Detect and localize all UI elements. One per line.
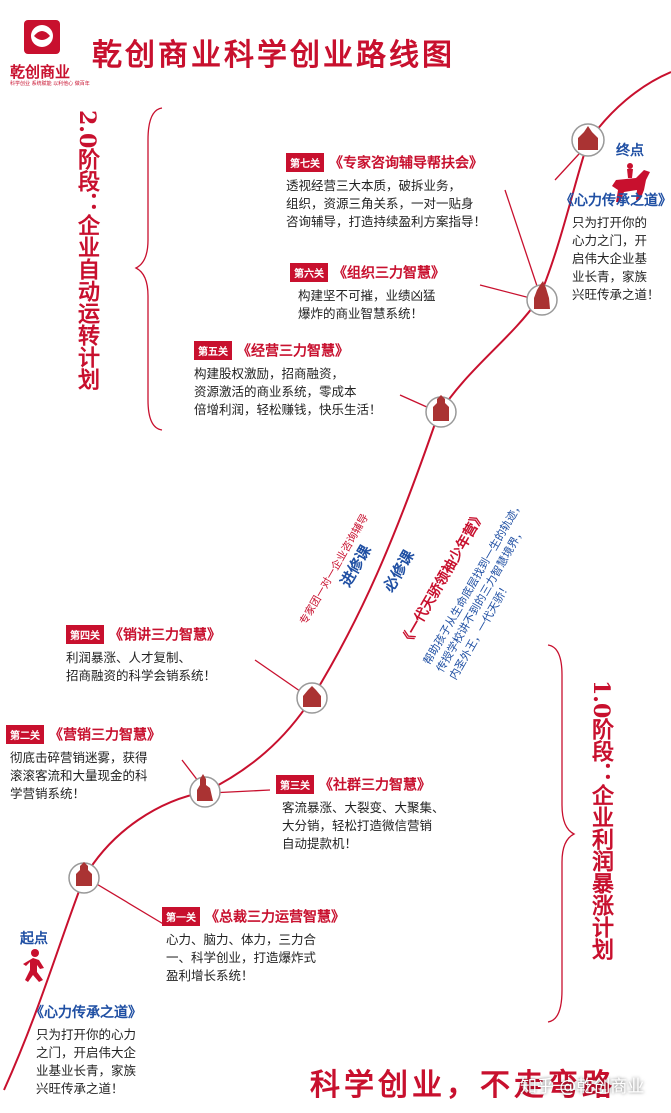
start-panel: 《心力传承之道》 只为打开你的心力 之门，开启伟大企 业基业长青，家族 兴旺传承… bbox=[30, 1002, 142, 1098]
end-panel-body: 只为打开你的 心力之门，开 启伟大企业基 业长青，家族 兴旺传承之道！ bbox=[572, 215, 660, 302]
level-badge: 第四关 bbox=[66, 625, 104, 644]
node-5 bbox=[425, 395, 457, 428]
level-4: 第四关《销讲三力智慧》 利润暴涨、人才复制、 招商融资的科学会销系统！ bbox=[66, 624, 221, 685]
page-title: 乾创商业科学创业路线图 bbox=[92, 38, 455, 73]
level-desc: 心力、脑力、体力，三力合 一、科学创业，打造爆炸式 盈利增长系统！ bbox=[166, 931, 317, 983]
level-5: 第五关《经营三力智慧》 构建股权激励，招商融资， 资源激活的商业系统，零成本 倍… bbox=[194, 340, 382, 419]
level-desc: 利润暴涨、人才复制、 招商融资的科学会销系统！ bbox=[66, 649, 217, 683]
start-panel-heading: 《心力传承之道》 bbox=[30, 1005, 142, 1021]
logo-slogan: 科学创业 系统赋能 以利他心 做百年 bbox=[10, 81, 90, 87]
level-badge: 第五关 bbox=[194, 341, 232, 360]
stage1-brace bbox=[547, 644, 576, 1023]
horse-rider-icon bbox=[612, 163, 650, 202]
level-7: 第七关《专家咨询辅导帮扶会》 透视经营三大本质，破拆业务， 组织，资源三角关系，… bbox=[286, 152, 486, 231]
level-title: 《营销三力智慧》 bbox=[49, 727, 161, 744]
node-6 bbox=[526, 281, 558, 316]
level-desc: 客流暴涨、大裂变、大聚集、 大分销，轻松打造微信营销 自动提款机！ bbox=[282, 799, 445, 851]
level-desc: 透视经营三大本质，破拆业务， 组织，资源三角关系，一对一贴身 咨询辅导，打造持续… bbox=[286, 177, 487, 229]
start-marker: 起点 bbox=[20, 931, 48, 947]
level-6: 第六关《组织三力智慧》 构建坚不可摧，业绩凶猛 爆炸的商业智慧系统！ bbox=[290, 262, 445, 323]
lion-logo-icon bbox=[24, 20, 60, 54]
level-badge: 第二关 bbox=[6, 725, 44, 744]
level-title: 《专家咨询辅导帮扶会》 bbox=[329, 155, 483, 172]
level-title: 《组织三力智慧》 bbox=[333, 265, 445, 282]
stage2-label: 2.0阶段：企业自动运转计划 bbox=[74, 110, 100, 391]
level-desc: 构建股权激励，招商融资， 资源激活的商业系统，零成本 倍增利润，轻松赚钱，快乐生… bbox=[194, 365, 382, 417]
logo-text: 乾创商业 bbox=[10, 63, 71, 81]
runner-icon bbox=[23, 949, 44, 982]
level-3: 第三关《社群三力智慧》 客流暴涨、大裂变、大聚集、 大分销，轻松打造微信营销 自… bbox=[276, 774, 445, 853]
level-desc: 彻底击碎营销迷雾，获得 滚滚客流和大量现金的科 学营销系统！ bbox=[10, 749, 148, 801]
end-marker: 终点 bbox=[616, 143, 644, 159]
level-title: 《经营三力智慧》 bbox=[237, 343, 349, 360]
connector-7 bbox=[504, 189, 541, 296]
start-panel-body: 只为打开你的心力 之门，开启伟大企 业基业长青，家族 兴旺传承之道！ bbox=[36, 1027, 137, 1096]
node-2 bbox=[189, 774, 221, 808]
level-badge: 第三关 bbox=[276, 775, 314, 794]
level-badge: 第六关 bbox=[290, 263, 328, 282]
node-4 bbox=[296, 682, 328, 714]
level-title: 《社群三力智慧》 bbox=[319, 777, 431, 794]
node-end bbox=[571, 123, 605, 157]
level-1: 第一关《总裁三力运营智慧》 心力、脑力、体力，三力合 一、科学创业，打造爆炸式 … bbox=[162, 906, 345, 985]
node-1 bbox=[68, 862, 100, 894]
stage2-brace bbox=[134, 107, 163, 431]
level-title: 《销讲三力智慧》 bbox=[109, 627, 221, 644]
level-badge: 第七关 bbox=[286, 153, 324, 172]
end-panel: 《心力传承之道》 只为打开你的 心力之门，开 启伟大企业基 业长青，家族 兴旺传… bbox=[560, 190, 671, 304]
end-panel-heading: 《心力传承之道》 bbox=[560, 193, 671, 209]
watermark: 知乎 @乾创商业 bbox=[520, 1077, 645, 1097]
level-2: 第二关《营销三力智慧》 彻底击碎营销迷雾，获得 滚滚客流和大量现金的科 学营销系… bbox=[6, 724, 161, 803]
level-title: 《总裁三力运营智慧》 bbox=[205, 909, 345, 926]
level-badge: 第一关 bbox=[162, 907, 200, 926]
footer-slogan: 科学创业，不走弯路 bbox=[310, 1068, 616, 1103]
connector-1 bbox=[89, 879, 166, 926]
level-desc: 构建坚不可摧，业绩凶猛 爆炸的商业智慧系统！ bbox=[298, 287, 436, 321]
stage1-label: 1.0阶段：企业利润暴涨计划 bbox=[588, 680, 614, 961]
